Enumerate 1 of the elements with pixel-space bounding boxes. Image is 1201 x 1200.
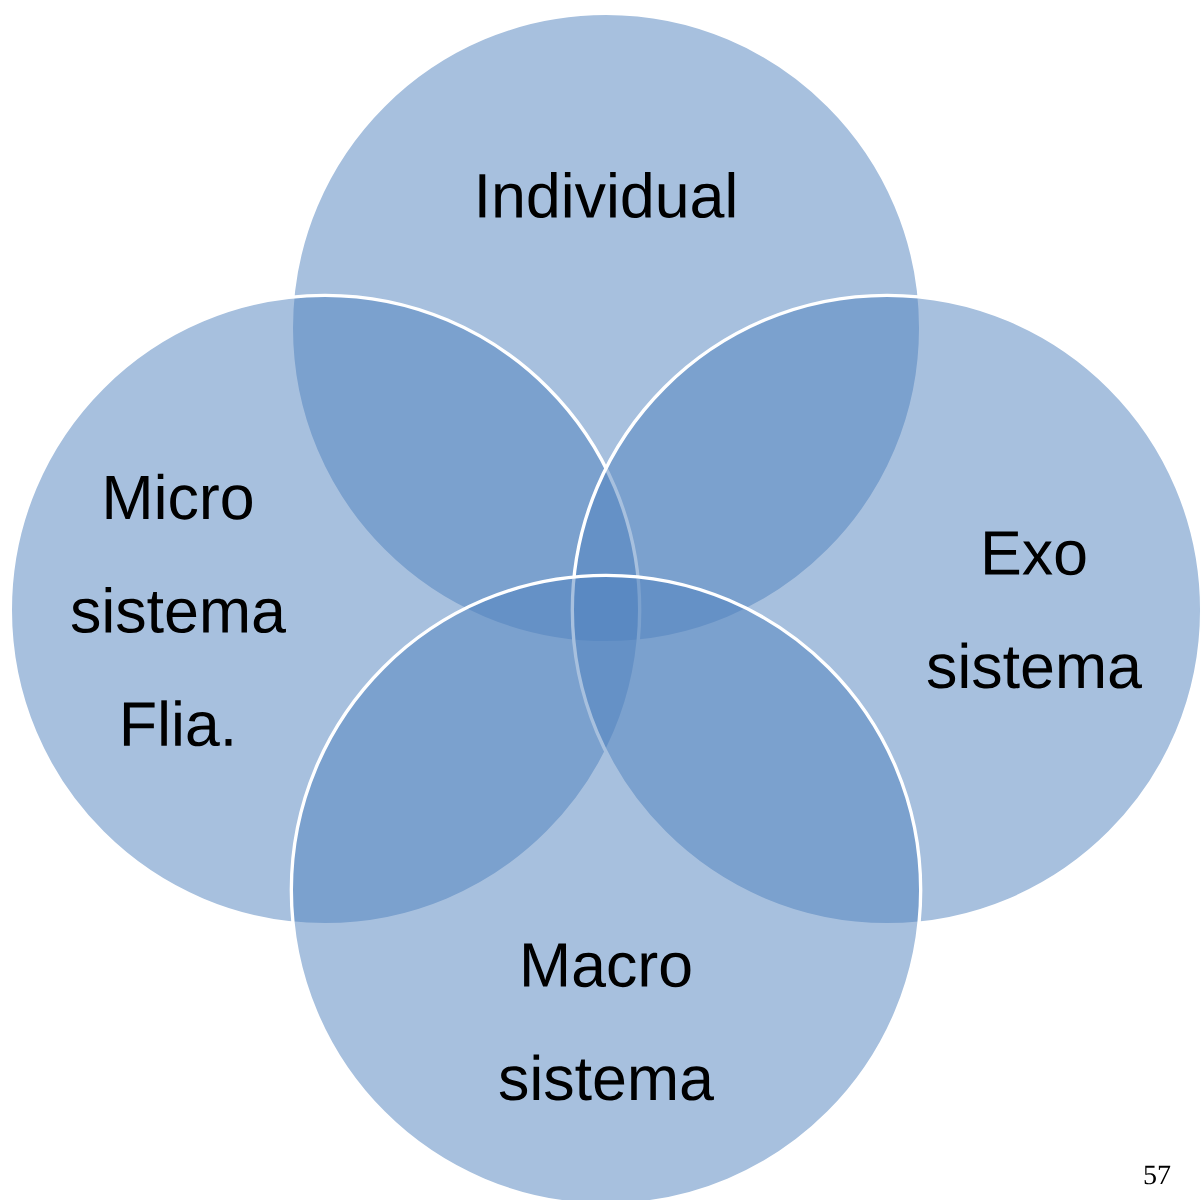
page-number: 57: [1144, 1165, 1171, 1185]
